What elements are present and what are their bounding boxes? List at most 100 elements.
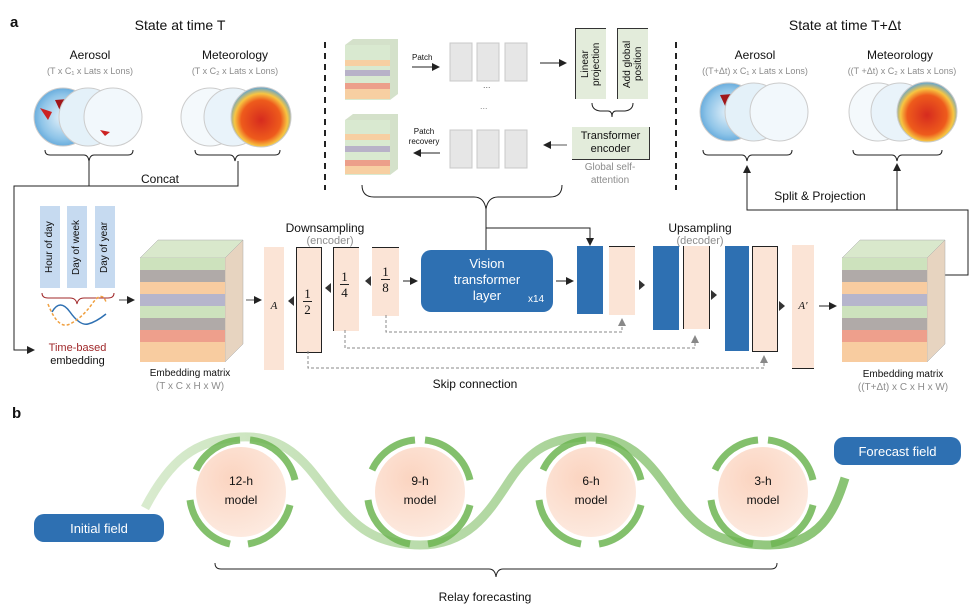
meteorology-tdt-title: Meteorology (866, 48, 934, 62)
model-circle-6h (546, 447, 636, 537)
embedding-cube-in (139, 239, 244, 363)
relay-wave (141, 432, 850, 550)
meteorology-t-title: Meteorology (201, 48, 269, 62)
brace-relay (214, 562, 778, 578)
concat-connector (13, 161, 239, 350)
skip-connection-label: Skip connection (432, 377, 518, 391)
patch-recovery-label: Patch recovery (408, 127, 440, 146)
brace-meteorology-tdt (852, 149, 943, 162)
panel-a-label: a (10, 14, 19, 31)
split-connector (893, 163, 969, 276)
scale-num: 1 (341, 269, 348, 284)
vit-label-3: layer (472, 288, 502, 303)
vit-to-decoder-connector (486, 227, 594, 246)
meteorology-globes-tdt (848, 81, 958, 143)
model-circle-12h (196, 447, 286, 537)
encoder-step-arrows (288, 276, 371, 306)
aerosol-globes-t (33, 87, 143, 147)
embedding-in-dims: (T x C x H x W) (155, 381, 225, 392)
vit-label-2: transformer (453, 272, 521, 287)
decoder-peach-block-1 (609, 246, 635, 315)
transformer-encoder-box: Transformer encoder (572, 127, 650, 160)
decoder-subtitle: (decoder) (676, 235, 724, 247)
split-connector-aerosol (743, 165, 897, 211)
encoder-block-eighth (372, 247, 399, 316)
scale-num: 1 (382, 264, 389, 279)
downsampling-title: Downsampling (285, 221, 365, 235)
cycle-arrows (186, 436, 817, 548)
scale-den: 8 (382, 280, 389, 295)
model-circle-3h (718, 447, 808, 537)
decoder-peach-block-2 (683, 246, 710, 329)
encoder-block-quarter (333, 247, 359, 331)
brace-meteorology-t (194, 149, 281, 162)
decoder-blue-block-1 (577, 246, 603, 314)
ellipsis: ... (480, 101, 488, 111)
meteorology-tdt-dims: ((T +Δt) x C₂ x Lats x Lons) (847, 66, 957, 76)
model-3h-label: 3-h (754, 474, 772, 488)
decoder-step-arrows (639, 280, 785, 311)
split-projection-label: Split & Projection (774, 189, 866, 203)
encoder-input-block (264, 247, 284, 370)
aerosol-t-dims: (T x C₁ x Lats x Lons) (47, 66, 133, 76)
aerosol-t-title: Aerosol (69, 48, 111, 62)
input-cube-small (345, 39, 398, 100)
patch-tiles-bottom (449, 129, 528, 169)
aerosol-tdt-dims: ((T+Δt) x C₁ x Lats x Lons) (702, 66, 808, 76)
model-12h-sub: model (224, 493, 258, 507)
output-cube-small (345, 114, 398, 175)
state-tdt-title: State at time T+Δt (788, 17, 902, 33)
decoder-peach-block-3 (752, 246, 778, 352)
aerosol-globes-tdt (699, 82, 809, 142)
embedding-in-title: Embedding matrix (149, 368, 231, 379)
forecast-field-button: Forecast field (834, 437, 961, 465)
skip-connections (307, 315, 768, 369)
transformer-encoder-label: Transformer encoder (580, 130, 641, 155)
encoder-input-symbol: A (270, 300, 278, 312)
patch-label: Patch (412, 53, 433, 62)
scale-num: 1 (304, 286, 311, 301)
decoder-blue-block-3 (725, 246, 749, 351)
cosine-wave-icon (47, 295, 107, 326)
meteorology-globes-t (180, 86, 292, 148)
model-12h-label: 12-h (228, 474, 254, 488)
model-3h-sub: model (746, 493, 780, 507)
decoder-blue-block-2 (653, 246, 679, 330)
model-circles (196, 447, 808, 537)
concat-label: Concat (140, 172, 180, 186)
scale-den: 4 (341, 285, 348, 300)
ellipsis-top: ... (483, 80, 491, 90)
patch-tiles-top (449, 42, 528, 82)
embedding-cube-out (841, 239, 946, 363)
aerosol-tdt-title: Aerosol (734, 48, 776, 62)
embedding-out-dims: ((T+Δt) x C x H x W) (857, 382, 949, 393)
decoder-output-symbol: A′ (798, 300, 808, 312)
sine-wave-icon (51, 304, 107, 325)
scale-den: 2 (304, 302, 311, 317)
meteorology-t-dims: (T x C₂ x Lats x Lons) (191, 66, 279, 76)
state-t-title: State at time T (134, 17, 226, 33)
panel-b-label: b (12, 405, 22, 422)
brace-aerosol-tdt (702, 149, 793, 162)
model-6h-sub: model (574, 493, 608, 507)
model-circle-9h (375, 447, 465, 537)
initial-field-button: Initial field (34, 514, 164, 542)
time-embedding-label-2: embedding (50, 355, 105, 367)
upsampling-title: Upsampling (668, 221, 732, 235)
brace-time (41, 292, 115, 305)
brace-aerosol-t (44, 149, 134, 162)
brace-vit-detail (361, 184, 563, 210)
vision-transformer-block (421, 250, 553, 312)
brace-projection (591, 102, 634, 118)
model-9h-label: 9-h (411, 474, 429, 488)
encoder-subtitle: (encoder) (306, 235, 354, 247)
model-9h-sub: model (403, 493, 437, 507)
relay-forecasting-label: Relay forecasting (438, 590, 532, 604)
embedding-out-title: Embedding matrix (862, 369, 944, 380)
vit-label-1: Vision (469, 256, 505, 271)
vit-repeat-count: x14 (528, 294, 545, 305)
